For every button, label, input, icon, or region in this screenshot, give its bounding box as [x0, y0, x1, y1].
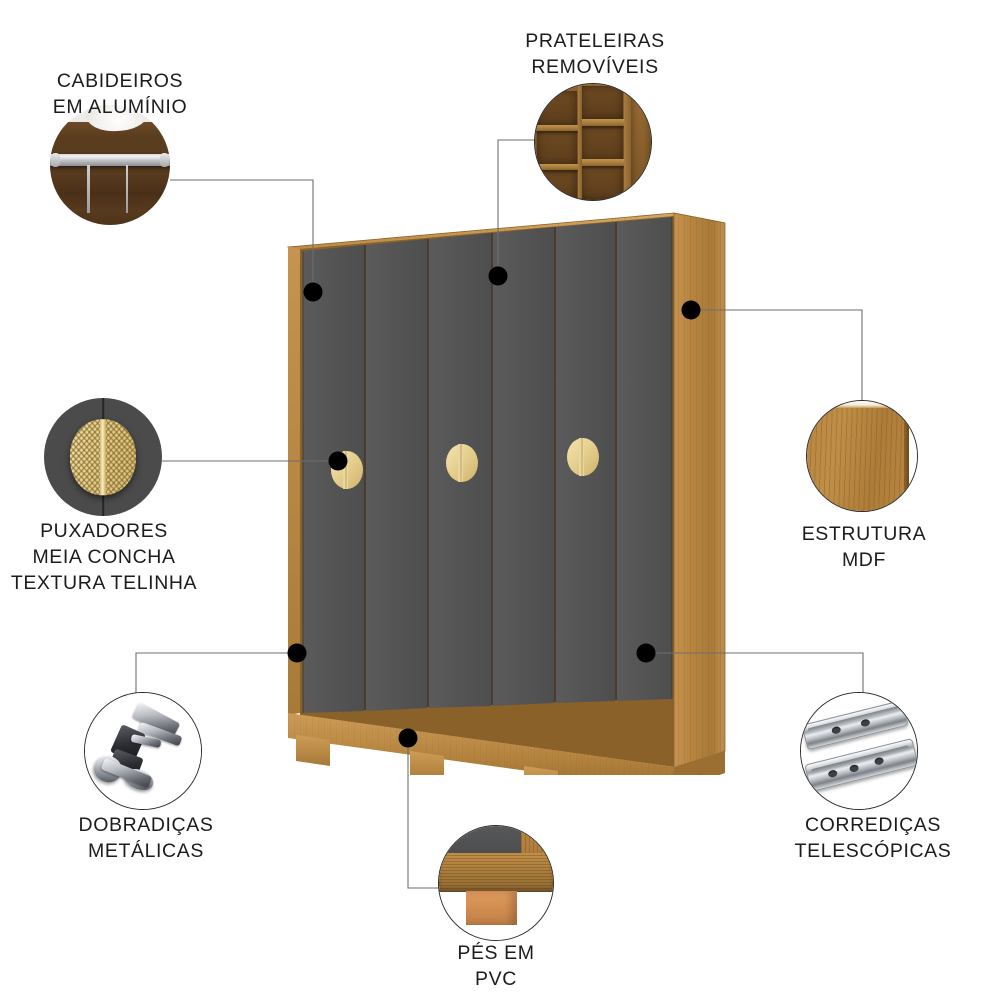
wardrobe-doors: [302, 217, 673, 713]
wardrobe-side-panel: [673, 212, 726, 771]
door-panel: [366, 239, 427, 711]
pvc-foot-icon: [438, 825, 554, 941]
callout-label-puxadores: PUXADORES MEIA CONCHA TEXTURA TELINHA: [10, 520, 198, 594]
wardrobe-handle[interactable]: [446, 444, 478, 482]
aluminium-rail-icon: [50, 105, 170, 225]
callout-label-dobradicas: DOBRADIÇAS METÁLICAS: [78, 814, 214, 862]
callout-label-cabideiros: CABIDEIROS EM ALUMÍNIO: [52, 70, 188, 118]
metal-hinge-icon: [84, 692, 202, 810]
wardrobe-left-frame: [288, 247, 300, 715]
mdf-structure-icon: [806, 400, 918, 512]
connector-dobradicas: [135, 652, 291, 695]
wardrobe-svg: [286, 212, 726, 811]
telescopic-slide-icon: [800, 692, 918, 810]
wardrobe-handle[interactable]: [331, 451, 363, 489]
door-panel: [617, 217, 672, 701]
door-panel: [493, 227, 554, 706]
wardrobe-product-image: [270, 195, 750, 811]
callout-label-prateleiras: PRATELEIRAS REMOVÍVEIS: [525, 30, 665, 78]
removable-shelves-icon: [534, 83, 652, 201]
callout-label-corredicas: CORREDIÇAS TELESCÓPICAS: [794, 814, 952, 862]
half-shell-handle-icon: [44, 398, 162, 516]
callout-label-estrutura: ESTRUTURA MDF: [801, 523, 927, 571]
wardrobe-handle[interactable]: [567, 438, 599, 476]
callout-label-pes: PÉS EM PVC: [457, 942, 535, 990]
